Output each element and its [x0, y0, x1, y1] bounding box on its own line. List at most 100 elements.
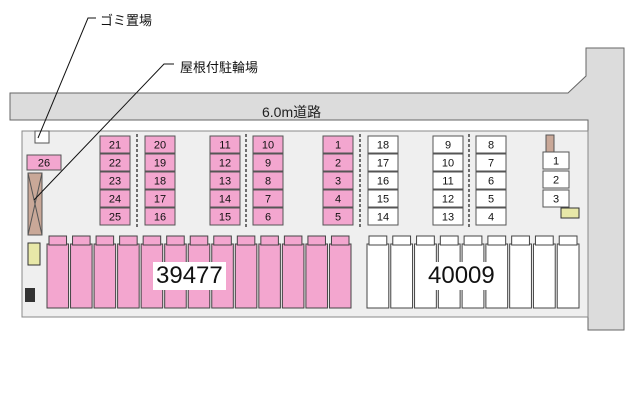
space-pink-4: 4 [322, 189, 354, 208]
space-pink-11-number: 11 [219, 140, 230, 152]
space-pink-8-number: 8 [265, 176, 271, 188]
space-pink-16: 16 [144, 207, 176, 226]
unit-entrance [119, 235, 138, 246]
space-white-11-number: 11 [442, 176, 453, 188]
space-white-far-2: 2 [542, 170, 570, 189]
space-pink-14-number: 14 [219, 194, 231, 206]
space-pink-20: 20 [144, 135, 176, 154]
bike-leader [33, 63, 174, 201]
meter-box [25, 288, 35, 302]
building-unit [258, 243, 281, 309]
space-pink-17-number: 17 [154, 194, 166, 206]
space-white-13-number: 13 [442, 212, 454, 224]
building-40009 [366, 235, 580, 309]
unit-entrance [48, 235, 68, 246]
building-unit [390, 243, 414, 309]
space-pink-10: 10 [252, 135, 284, 154]
space-pink-10-number: 10 [262, 140, 274, 152]
building-unit [328, 243, 352, 309]
space-pink-9: 9 [252, 153, 284, 172]
unit-entrance [416, 235, 435, 246]
space-pink-1-number: 1 [335, 140, 341, 152]
space-pink-8: 8 [252, 171, 284, 190]
space-white-far-2-number: 2 [553, 175, 559, 187]
space-pink-11: 11 [209, 135, 241, 154]
unit-entrance [166, 235, 185, 246]
space-pink-9-number: 9 [265, 158, 271, 170]
space-white-8: 8 [475, 135, 507, 154]
space-white-4: 4 [475, 207, 507, 226]
building-unit [281, 243, 305, 309]
space-pink-17: 17 [144, 189, 176, 208]
road-label: 6.0m道路 [262, 104, 322, 120]
space-white-15: 15 [367, 189, 399, 208]
unit-entrance [463, 235, 483, 246]
space-pink-18-number: 18 [154, 176, 166, 188]
space-white-13: 13 [432, 207, 464, 226]
unit-entrance [189, 235, 209, 246]
space-pink-24-number: 24 [109, 194, 121, 206]
space-pink-7: 7 [252, 189, 284, 208]
space-pink-26-number: 26 [38, 158, 50, 170]
space-pink-22-number: 22 [109, 158, 121, 170]
space-white-8-number: 8 [488, 140, 494, 152]
unit-entrance [368, 235, 388, 246]
building-unit [556, 243, 580, 309]
unit-entrance [558, 235, 578, 246]
unit-entrance [439, 235, 459, 246]
space-pink-19: 19 [144, 153, 176, 172]
space-white-17-number: 17 [377, 158, 389, 170]
space-white-5-number: 5 [488, 194, 494, 206]
unit-entrance [236, 235, 256, 246]
building-40009-label: 40009 [425, 262, 498, 290]
space-pink-26: 26 [26, 154, 62, 171]
space-pink-25: 25 [99, 207, 131, 226]
building-unit [117, 243, 140, 309]
space-white-11: 11 [432, 171, 464, 190]
space-pink-12: 12 [209, 153, 241, 172]
space-pink-21: 21 [99, 135, 131, 154]
unit-entrance [260, 235, 279, 246]
space-white-far-1: 1 [542, 151, 570, 170]
space-pink-16-number: 16 [154, 212, 166, 224]
unit-entrance [283, 235, 303, 246]
space-white-7-number: 7 [488, 158, 494, 170]
space-pink-3-number: 3 [335, 176, 341, 188]
space-pink-5-number: 5 [335, 212, 341, 224]
space-white-12-number: 12 [442, 194, 454, 206]
space-pink-6-number: 6 [265, 212, 271, 224]
building-unit [366, 243, 390, 309]
space-white-18: 18 [367, 135, 399, 154]
space-pink-22: 22 [99, 153, 131, 172]
unit-entrance [213, 235, 232, 246]
space-white-9: 9 [432, 135, 464, 154]
space-pink-1: 1 [322, 135, 354, 154]
space-white-16-number: 16 [377, 176, 389, 188]
space-white-15-number: 15 [377, 194, 389, 206]
building-unit [93, 243, 117, 309]
space-pink-19-number: 19 [154, 158, 166, 170]
space-white-6-number: 6 [488, 176, 494, 188]
equipment-box [27, 242, 41, 266]
unit-entrance [487, 235, 507, 246]
space-pink-23: 23 [99, 171, 131, 190]
space-pink-23-number: 23 [109, 176, 121, 188]
space-pink-3: 3 [322, 171, 354, 190]
space-pink-5: 5 [322, 207, 354, 226]
space-white-far-3: 3 [542, 189, 570, 208]
unit-entrance [330, 235, 350, 246]
building-unit [305, 243, 328, 309]
space-pink-12-number: 12 [219, 158, 231, 170]
space-pink-24: 24 [99, 189, 131, 208]
space-pink-2-number: 2 [335, 158, 341, 170]
building-unit [509, 243, 532, 309]
space-pink-15-number: 15 [219, 212, 231, 224]
space-white-4-number: 4 [488, 212, 494, 224]
space-white-far-3-number: 3 [553, 194, 559, 206]
space-white-10-number: 10 [442, 158, 454, 170]
space-white-14: 14 [367, 207, 399, 226]
space-pink-18: 18 [144, 171, 176, 190]
unit-entrance [534, 235, 554, 246]
space-pink-25-number: 25 [109, 212, 121, 224]
